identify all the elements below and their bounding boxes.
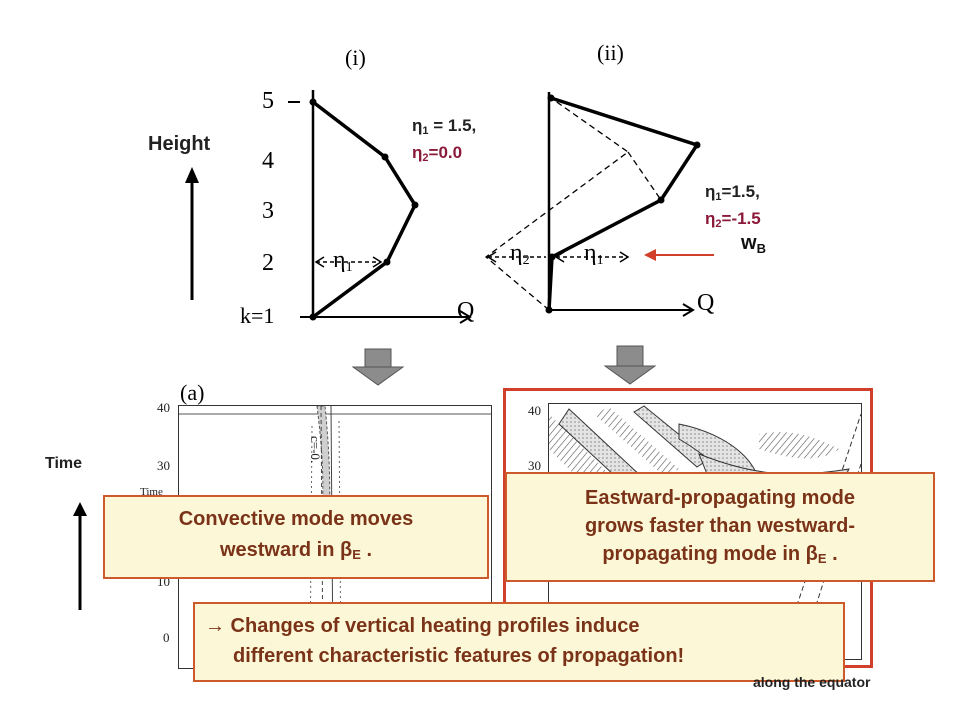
gray-down-arrow-right — [604, 345, 656, 385]
panel-label-ii: (ii) — [597, 40, 624, 65]
panel-a-tick-0: 0 — [163, 630, 170, 645]
profile-ii-diagram — [484, 92, 701, 317]
q-label-ii: Q — [697, 290, 715, 316]
wb-label: wB — [741, 232, 766, 256]
profile-i-diagram — [288, 90, 472, 324]
callout-westward-line2: westward in βE . — [219, 539, 373, 562]
level-1-label: k=1 — [240, 303, 275, 328]
height-label: Height — [148, 133, 211, 155]
panel-label-a: (a) — [180, 380, 205, 405]
panel-a-tick-30: 30 — [157, 458, 170, 473]
callout-conclusion: → Changes of vertical heating profiles i… — [193, 602, 845, 682]
eta1-symbol-ii: η1 — [584, 240, 604, 268]
callout-conclusion-line1: → Changes of vertical heating profiles i… — [205, 615, 640, 637]
gray-down-arrow-left — [352, 348, 404, 386]
time-label: Time — [45, 455, 83, 472]
level-5-label: 5 — [262, 88, 274, 114]
panel-b-tick-30: 30 — [528, 458, 541, 473]
wb-arrow — [644, 249, 714, 261]
contour-label-c: c=-0. — [308, 436, 323, 464]
callout-eastward-line2: grows faster than westward- — [584, 515, 856, 537]
panel-a-tick-40: 40 — [157, 400, 170, 415]
dashed-profile-eta2 — [484, 97, 630, 311]
panel-b-tick-40: 40 — [528, 403, 541, 418]
params-ii-eta1: η1=1.5, — [705, 182, 760, 203]
height-arrow — [185, 167, 199, 300]
callout-westward-line1: Convective mode moves — [178, 508, 414, 530]
bottom-caption: along the equator — [753, 674, 871, 690]
level-2-label: 2 — [262, 250, 274, 276]
callout-westward: Convective mode moves westward in βE . — [103, 495, 489, 579]
time-arrow — [73, 502, 87, 610]
eta1-symbol-i: η1 — [333, 247, 353, 275]
callout-eastward-line3: propagating mode in βE . — [602, 543, 838, 566]
eta2-symbol-ii: η2 — [510, 240, 530, 268]
level-4-label: 4 — [262, 148, 274, 174]
callout-eastward-line1: Eastward-propagating mode — [584, 487, 856, 509]
heating-profile-i — [311, 100, 417, 319]
params-i-eta2: η2=0.0 — [412, 143, 463, 164]
params-i-eta1: η1 = 1.5, — [412, 116, 477, 137]
q-label-i: Q — [457, 298, 475, 324]
params-ii-eta2: η2=-1.5 — [705, 209, 761, 230]
callout-eastward: Eastward-propagating mode grows faster t… — [505, 472, 935, 582]
heating-profile-ii — [547, 96, 700, 311]
panel-label-i: (i) — [345, 45, 366, 70]
level-3-label: 3 — [262, 198, 274, 224]
callout-conclusion-line2: different characteristic features of pro… — [233, 645, 685, 667]
